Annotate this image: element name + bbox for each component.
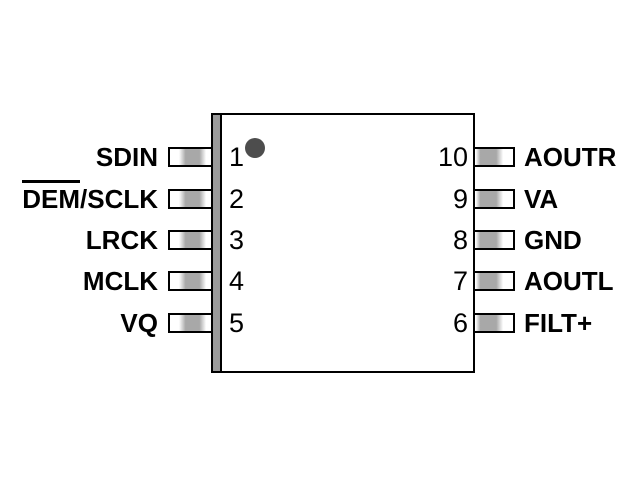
pin-row-8: 8 GND: [0, 225, 640, 255]
pin-row-4: MCLK 4: [0, 266, 640, 296]
pin-number: 7: [452, 266, 468, 296]
pin-label: AOUTR: [524, 142, 617, 172]
pin-lead: [168, 189, 213, 209]
pin-lead: [168, 271, 213, 291]
pin-row-3: LRCK 3: [0, 225, 640, 255]
pin-number: 10: [437, 142, 468, 172]
ic-left-edge-shading: [213, 115, 222, 371]
pin-label-text: VQ: [120, 308, 158, 338]
pin-row-2: DEM/SCLK 2: [0, 184, 640, 214]
pin-lead: [473, 230, 515, 250]
pin-label: FILT+: [524, 308, 593, 338]
pin-lead: [473, 313, 515, 333]
pin-label: LRCK: [86, 227, 158, 253]
pin-label: VQ: [120, 310, 158, 336]
pin-number: 4: [229, 266, 245, 296]
pin-label: VA: [524, 184, 559, 214]
pin-number: 2: [229, 184, 245, 214]
pin-label-text: MCLK: [82, 266, 158, 296]
pin-row-5: VQ 5: [0, 308, 640, 338]
pin-lead: [473, 189, 515, 209]
pin-label: GND: [524, 225, 582, 255]
pin-number: 8: [452, 225, 468, 255]
pin-row-6: 6 FILT+: [0, 308, 640, 338]
pin-label: SDIN: [96, 144, 158, 170]
pin-label-overline-part: DEM: [22, 184, 80, 214]
pin-lead: [473, 147, 515, 167]
pin-row-7: 7 AOUTL: [0, 266, 640, 296]
pin-label-text: SDIN: [95, 142, 158, 172]
pin-1-indicator-dot: [245, 138, 265, 158]
pin-lead: [168, 313, 213, 333]
pin-label: DEM/SCLK: [22, 186, 158, 212]
pin-row-1: SDIN 1: [0, 142, 640, 172]
pin-number: 6: [452, 308, 468, 338]
pin-number: 9: [452, 184, 468, 214]
pin-label-text: /SCLK: [80, 184, 158, 214]
pin-label-text: LRCK: [85, 225, 158, 255]
pin-row-9: 9 VA: [0, 184, 640, 214]
pin-label: AOUTL: [524, 266, 614, 296]
pin-lead: [168, 230, 213, 250]
pin-row-10: 10 AOUTR: [0, 142, 640, 172]
pin-lead: [168, 147, 213, 167]
pin-number: 5: [229, 308, 245, 338]
pin-label: MCLK: [83, 268, 158, 294]
pin-number: 3: [229, 225, 245, 255]
pin-number: 1: [229, 142, 245, 172]
pin-lead: [473, 271, 515, 291]
